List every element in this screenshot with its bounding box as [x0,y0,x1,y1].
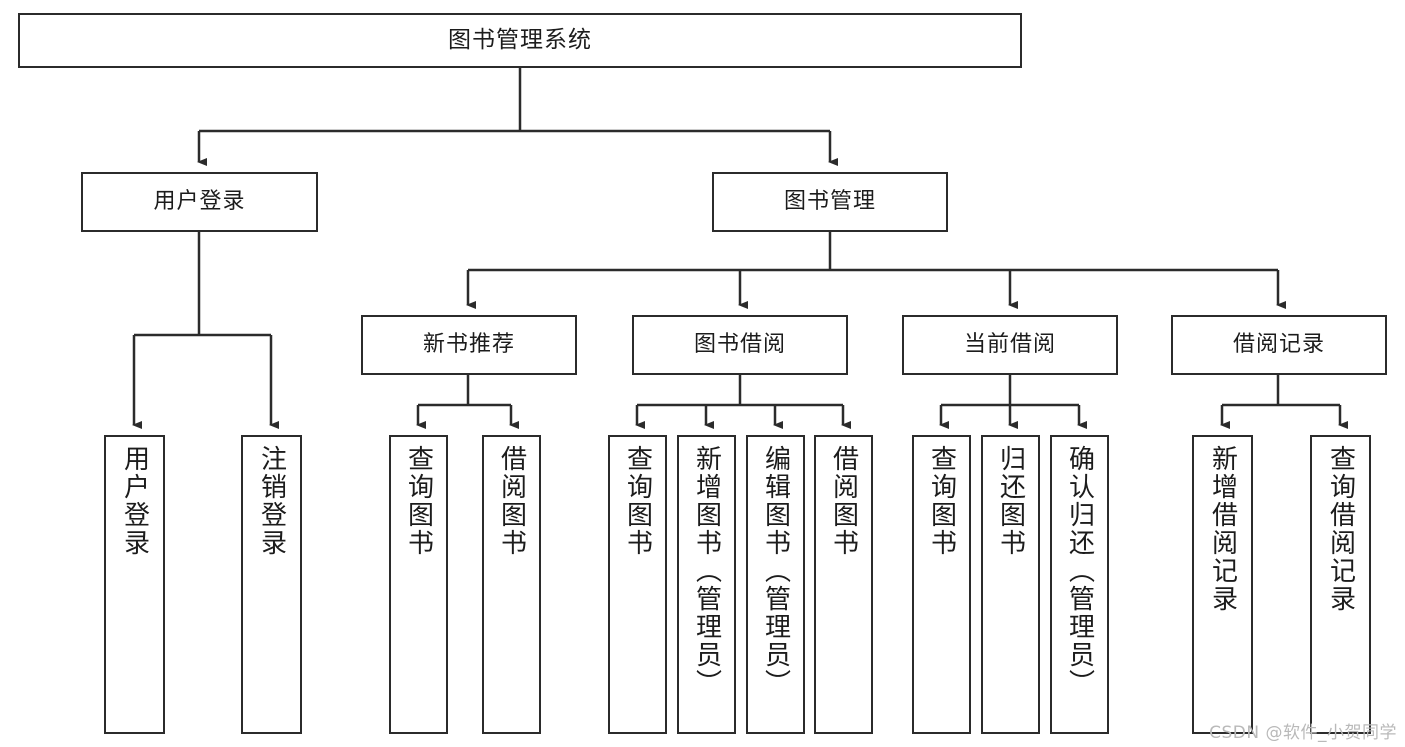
node-book-borrow-label: 图书借阅 [693,331,786,357]
node-new-book-recommend-label: 新书推荐 [422,331,515,357]
node-book-manage[interactable]: 图书管理 [712,172,948,232]
leaf-query-book-3-label: 查询图书 [926,445,957,557]
node-root-label: 图书管理系统 [448,26,592,53]
leaf-user-login-label: 用户登录 [119,445,150,557]
node-current-borrow-label: 当前借阅 [963,331,1056,357]
leaf-add-borrow-record[interactable]: 新增借阅记录 [1192,435,1253,734]
leaf-confirm-return-label: 确认归还（管理员） [1064,445,1095,697]
leaf-edit-book-label: 编辑图书（管理员） [760,445,791,697]
node-book-manage-label: 图书管理 [783,188,876,214]
leaf-add-borrow-record-label: 新增借阅记录 [1207,445,1238,613]
leaf-user-login[interactable]: 用户登录 [104,435,165,734]
leaf-query-book-1[interactable]: 查询图书 [389,435,448,734]
leaf-return-book-label: 归还图书 [995,445,1026,557]
node-new-book-recommend[interactable]: 新书推荐 [361,315,577,375]
leaf-query-book-1-label: 查询图书 [403,445,434,557]
node-book-borrow[interactable]: 图书借阅 [632,315,848,375]
node-current-borrow[interactable]: 当前借阅 [902,315,1118,375]
node-user-login[interactable]: 用户登录 [81,172,318,232]
leaf-borrow-book-1-label: 借阅图书 [496,445,527,557]
leaf-edit-book[interactable]: 编辑图书（管理员） [746,435,805,734]
leaf-query-borrow-record-label: 查询借阅记录 [1325,445,1356,613]
leaf-confirm-return[interactable]: 确认归还（管理员） [1050,435,1109,734]
csdn-watermark: CSDN @软件_小贺同学 [1209,723,1397,743]
leaf-user-logout[interactable]: 注销登录 [241,435,302,734]
leaf-add-book[interactable]: 新增图书（管理员） [677,435,736,734]
leaf-query-book-2[interactable]: 查询图书 [608,435,667,734]
leaf-borrow-book-2[interactable]: 借阅图书 [814,435,873,734]
leaf-return-book[interactable]: 归还图书 [981,435,1040,734]
leaf-add-book-label: 新增图书（管理员） [691,445,722,697]
node-user-login-label: 用户登录 [153,188,246,214]
leaf-query-book-3[interactable]: 查询图书 [912,435,971,734]
leaf-query-borrow-record[interactable]: 查询借阅记录 [1310,435,1371,734]
leaf-borrow-book-2-label: 借阅图书 [828,445,859,557]
node-root[interactable]: 图书管理系统 [18,13,1022,68]
leaf-user-logout-label: 注销登录 [256,445,287,557]
node-borrow-record[interactable]: 借阅记录 [1171,315,1387,375]
node-borrow-record-label: 借阅记录 [1232,331,1325,357]
leaf-query-book-2-label: 查询图书 [622,445,653,557]
leaf-borrow-book-1[interactable]: 借阅图书 [482,435,541,734]
